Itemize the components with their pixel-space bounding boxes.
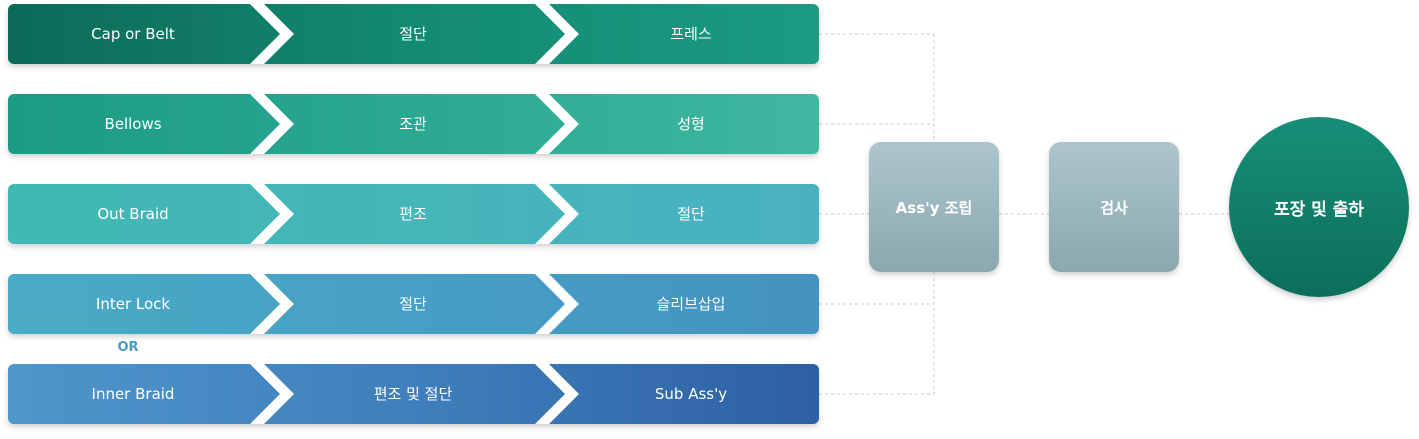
row-3-step-2: 편조 (399, 205, 427, 223)
row-3-step-3: 절단 (677, 205, 705, 223)
row-2-step-2: 조관 (399, 115, 427, 133)
row-5-chevron-1-icon (250, 364, 294, 424)
row-1-step-1: Cap or Belt (91, 25, 175, 43)
row-2-step-3: 성형 (677, 115, 705, 133)
process-row-1: Cap or Belt 절단 프레스 (8, 4, 819, 64)
row-1-step-2: 절단 (399, 25, 427, 43)
row-3-step-1: Out Braid (97, 205, 169, 223)
row-2-chevron-2-icon (535, 94, 579, 154)
row-5-step-3: Sub Ass'y (654, 385, 728, 403)
row-5-step-1: Inner Braid (91, 385, 175, 403)
process-row-4: Inter Lock 절단 슬리브삽입 (8, 274, 819, 334)
row-1-step-3: 프레스 (670, 25, 712, 43)
row-4-chevron-2-icon (535, 274, 579, 334)
process-row-3: Out Braid 편조 절단 (8, 184, 819, 244)
row-1-chevron-1-icon (250, 4, 294, 64)
inspection-box: 검사 (1049, 142, 1179, 272)
row-3-chevron-2-icon (535, 184, 579, 244)
final-circle: 포장 및 출하 (1229, 117, 1409, 297)
or-label: OR (117, 340, 139, 355)
row-4-step-3: 슬리브삽입 (656, 295, 726, 313)
row-4-step-2: 절단 (399, 295, 427, 313)
inspection-label: 검사 (1100, 198, 1128, 217)
row-2-chevron-1-icon (250, 94, 294, 154)
row-5-chevron-2-icon (535, 364, 579, 424)
row-3-chevron-1-icon (250, 184, 294, 244)
row-4-chevron-1-icon (250, 274, 294, 334)
process-row-5: Inner Braid 편조 및 절단 Sub Ass'y (8, 364, 819, 424)
final-label: 포장 및 출하 (1273, 199, 1365, 220)
row-2-step-1: Bellows (104, 115, 162, 133)
row-4-step-1: Inter Lock (95, 295, 171, 313)
row-1-chevron-2-icon (535, 4, 579, 64)
assembly-label: Ass'y 조립 (895, 198, 973, 217)
process-row-2: Bellows 조관 성형 (8, 94, 819, 154)
row-5-step-2: 편조 및 절단 (373, 385, 453, 403)
assembly-box: Ass'y 조립 (869, 142, 999, 272)
